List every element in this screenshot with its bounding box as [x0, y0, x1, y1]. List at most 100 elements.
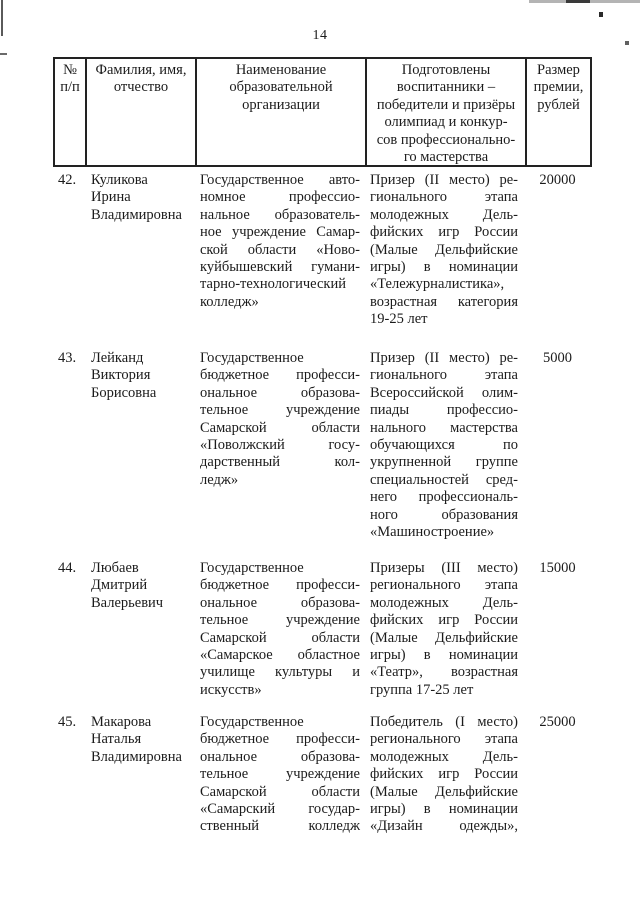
text-line: Владимировна [91, 206, 182, 223]
text-line: нальное образователь- [200, 206, 360, 223]
text-line: «Самарский государ- [200, 801, 360, 818]
text-line: ственный колледж [200, 818, 360, 835]
scan-artifact-dot [625, 41, 629, 45]
text-line: Наталья [91, 731, 142, 748]
text-line: Виктория [91, 367, 151, 384]
text-line: образовательной [229, 79, 333, 96]
text-line: «Тележурналистика», [370, 276, 505, 293]
header-cell: Фамилия, имя,отчество [85, 59, 195, 165]
text-line: номное профессио- [200, 189, 360, 206]
scan-artifact-dot [599, 12, 603, 17]
text-line: бюджетное професси- [200, 577, 360, 594]
text-line: (Малые Дельфийские [370, 783, 518, 800]
scan-artifact-left-dash [0, 53, 7, 55]
text-line: бюджетное професси- [200, 367, 360, 384]
cell-row-number: 44. [53, 560, 85, 714]
text-line: Самарской области [200, 783, 360, 800]
text-line: 15000 [539, 560, 576, 576]
text-line: (Малые Дельфийские [370, 629, 518, 646]
text-line: ное учреждение Самар- [200, 224, 360, 241]
text-line: 25000 [539, 714, 576, 730]
cell-organization: Государственное авто-номное профессио-на… [193, 172, 363, 350]
text-line: ного образования [370, 506, 518, 523]
text-line: ональное образова- [200, 594, 360, 611]
text-line: Наименование [235, 62, 327, 78]
text-line: игры) в номинации [370, 647, 518, 664]
text-line: Любаев [91, 560, 139, 576]
text-line: 43. [58, 350, 77, 366]
scan-artifact-left-line [1, 0, 3, 36]
text-line: группа 17-25 лет [370, 681, 474, 698]
text-line: укрупненной группе [370, 454, 518, 471]
text-line: молодежных Дель- [370, 594, 518, 611]
text-line: Фамилия, имя, [95, 62, 187, 78]
text-line: дарственный кол- [200, 454, 360, 471]
text-line: молодежных Дель- [370, 206, 518, 223]
text-line: воспитанники – [396, 79, 496, 96]
text-line: куйбышевский гумани- [200, 259, 360, 276]
text-line: Самарской области [200, 419, 360, 436]
text-line: него профессиональ- [370, 489, 518, 506]
text-line: го мастерства [403, 149, 489, 166]
text-line: отчество [113, 79, 169, 96]
text-line: пиады профессио- [370, 402, 518, 419]
text-line: сов профессионально- [376, 131, 516, 148]
page-number: 14 [312, 28, 328, 43]
text-line: олимпиад и конкур- [384, 114, 508, 131]
text-line: ской области «Ново- [200, 241, 360, 258]
cell-row-number: 45. [53, 714, 85, 836]
cell-prize-amount: 15000 [523, 560, 592, 714]
text-line: Призеры (III место) [370, 560, 518, 576]
text-line: Ирина [91, 189, 131, 206]
text-line: ональное образова- [200, 384, 360, 401]
text-line: ледж» [200, 471, 239, 488]
text-line: 42. [58, 172, 77, 188]
text-line: 20000 [539, 172, 576, 188]
text-line: Победитель (I место) [370, 714, 518, 730]
text-line: Государственное [200, 350, 304, 366]
text-line: 45. [58, 714, 77, 730]
text-line: № [63, 62, 77, 78]
text-line: Валерьевич [91, 594, 164, 611]
cell-prize-amount: 20000 [523, 172, 592, 350]
text-line: Призер (II место) ре- [370, 172, 518, 188]
text-line: Подготовлены [401, 62, 491, 78]
text-line: нального мастерства [370, 419, 518, 436]
text-line: Призер (II место) ре- [370, 350, 518, 366]
text-line: 19-25 лет [370, 311, 428, 328]
text-line: бюджетное професси- [200, 731, 360, 748]
text-line: победители и призёры [376, 96, 516, 113]
text-line: Лейканд [91, 350, 144, 366]
text-line: гионального этапа [370, 367, 518, 384]
text-line: 5000 [543, 350, 572, 366]
text-line: п/п [60, 79, 80, 96]
text-line: обучающихся по [370, 437, 518, 454]
text-line: Всероссийской олим- [370, 384, 518, 401]
text-line: Государственное [200, 560, 304, 576]
text-line: колледж» [200, 293, 259, 310]
text-line: Борисовна [91, 384, 157, 401]
text-line: (Малые Дельфийские [370, 241, 518, 258]
text-line: организации [242, 96, 320, 113]
text-line: специальностей сред- [370, 471, 518, 488]
text-line: фийских игр России [370, 224, 518, 241]
text-line: молодежных Дель- [370, 748, 518, 765]
text-line: премии, [533, 79, 584, 96]
text-line: рублей [537, 96, 580, 113]
text-line: Куликова [91, 172, 148, 188]
